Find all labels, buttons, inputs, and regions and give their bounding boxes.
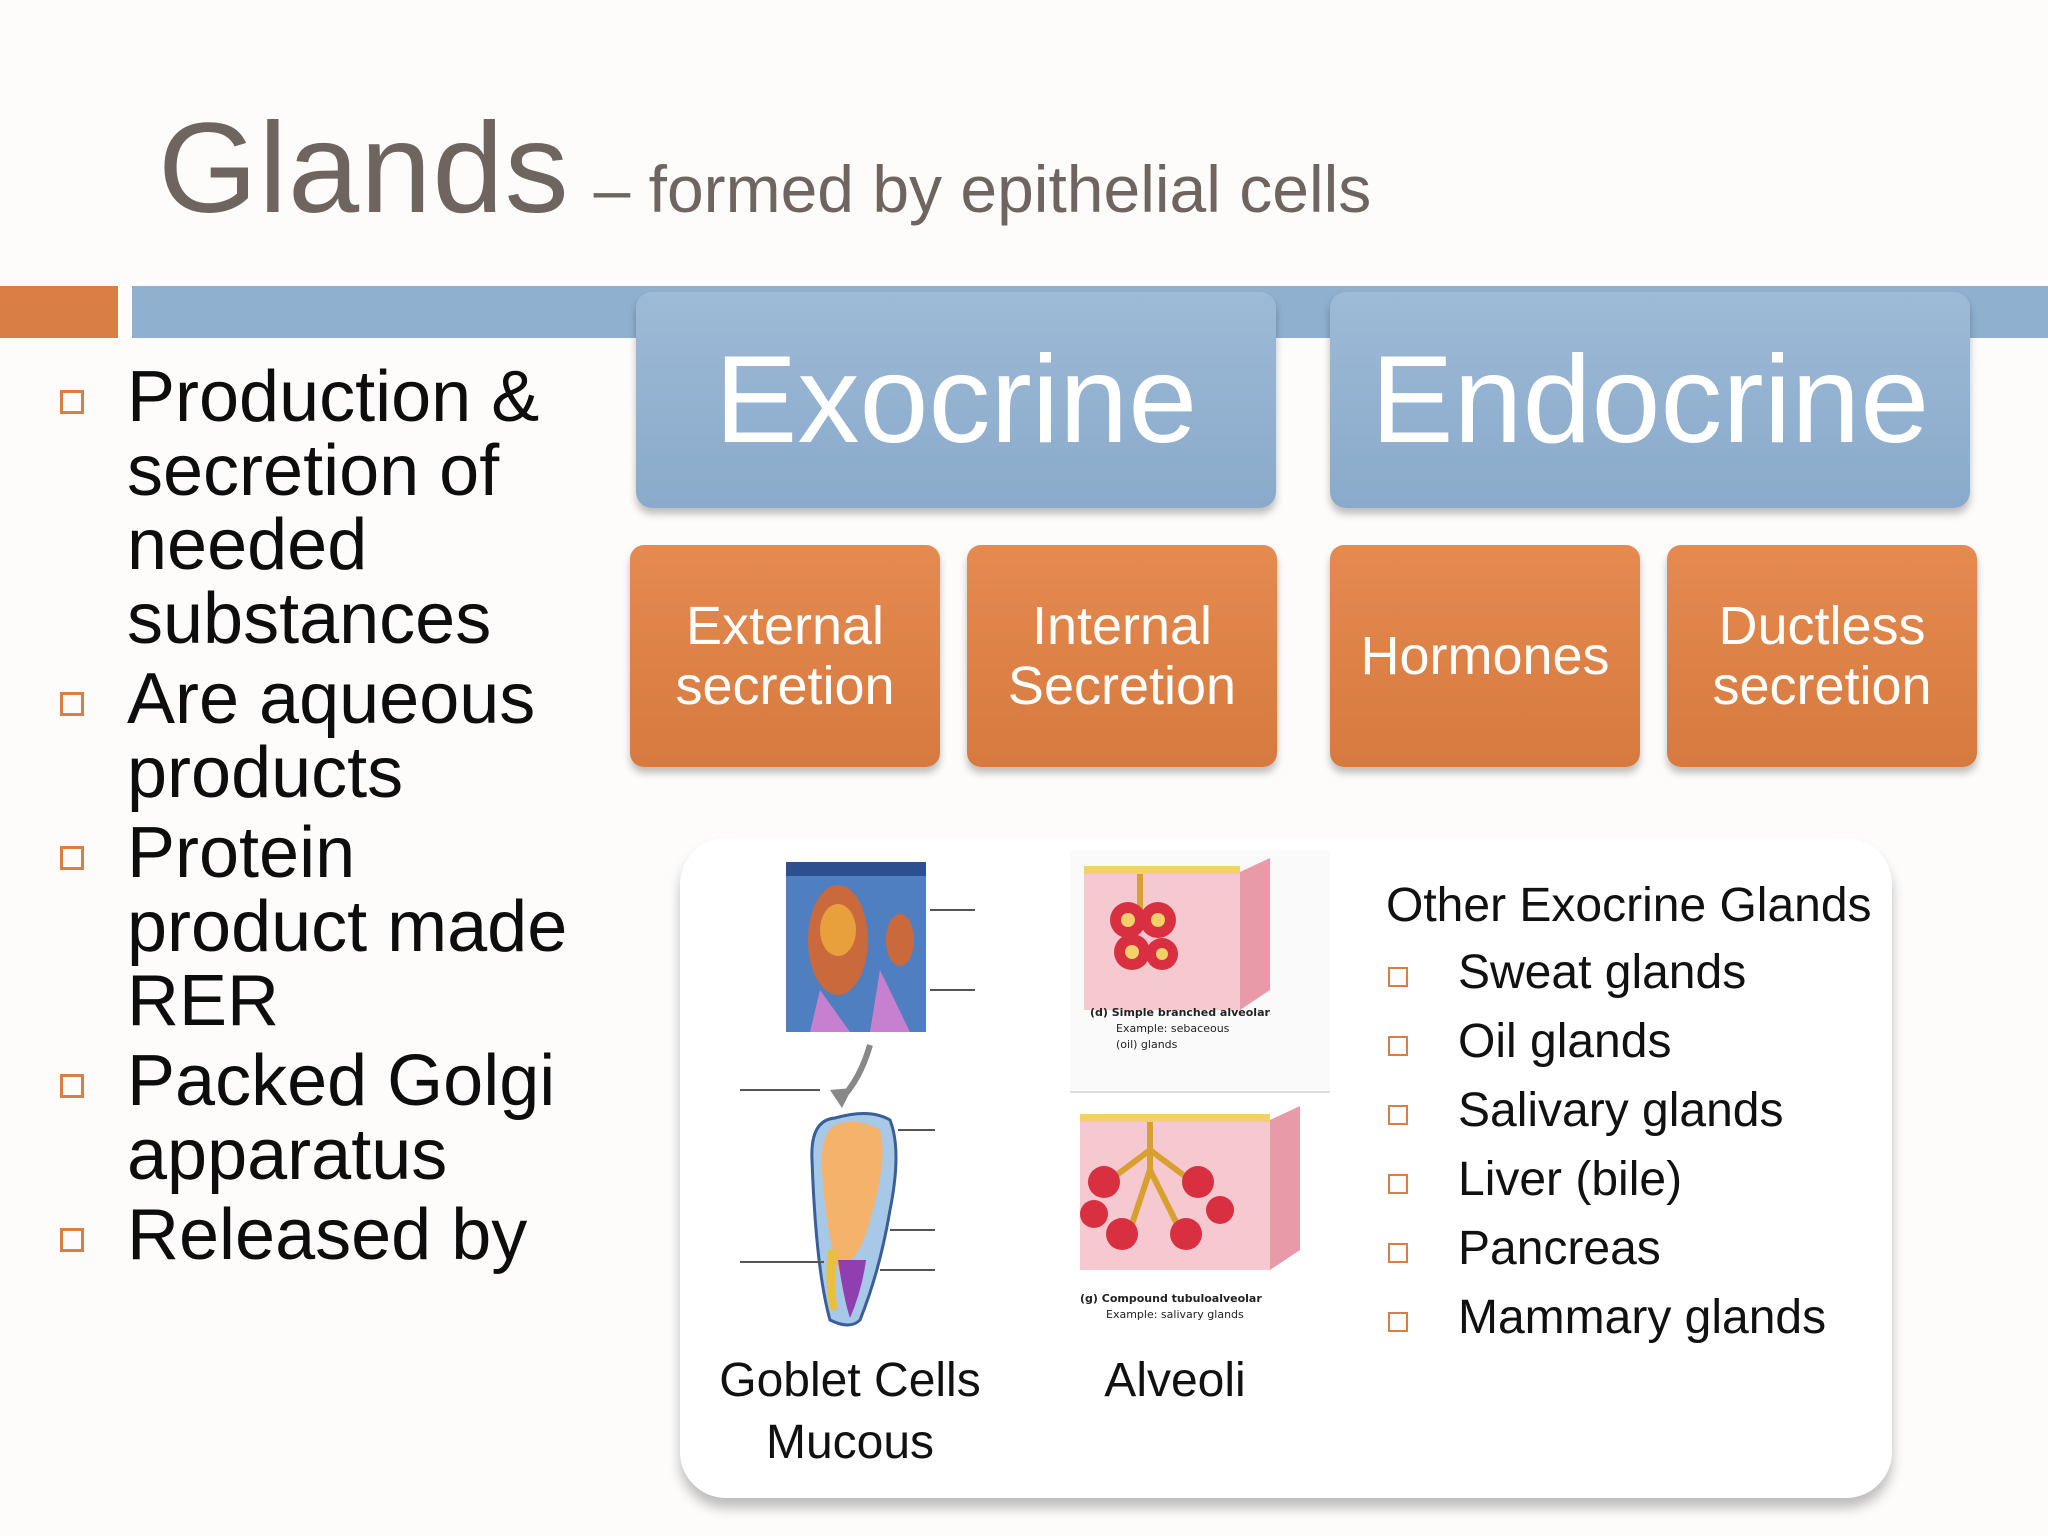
bullet-square-icon (1388, 1312, 1408, 1332)
bullet-text: Protein product made RER (127, 813, 568, 1041)
ductless-secretion-box: Ductless secretion (1667, 545, 1977, 767)
bullet-square-icon (1388, 1174, 1408, 1194)
exocrine-box: Exocrine (636, 292, 1276, 508)
simple-alveolar-caption-line2: Example: sebaceous (1116, 1022, 1230, 1035)
bullet-square-icon (1388, 1036, 1408, 1056)
internal-secretion-box: Internal Secretion (967, 545, 1277, 767)
bullet-square-icon (60, 846, 84, 870)
simple-alveolar-caption-line3: (oil) glands (1116, 1038, 1178, 1051)
bullet-item: Are aqueous products (55, 662, 575, 810)
endocrine-box: Endocrine (1330, 292, 1970, 508)
goblet-caption: Goblet Cells Mucous (700, 1350, 1000, 1474)
list-item: Sweat glands (1386, 943, 1872, 1012)
list-item-label: Salivary glands (1458, 1084, 1784, 1137)
bullet-text: Production & secretion of needed substan… (127, 357, 540, 659)
list-item-label: Pancreas (1458, 1222, 1661, 1275)
alveoli-illustration: (d) Simple branched alveolar Example: se… (1070, 850, 1330, 1321)
bullet-square-icon (1388, 967, 1408, 987)
bullet-list: Production & secretion of needed substan… (55, 360, 575, 1278)
list-item-label: Mammary glands (1458, 1291, 1827, 1344)
bullet-text: Released by (127, 1195, 528, 1275)
slide-title: Glands – formed by epithelial cells (158, 95, 1371, 242)
simple-alveolar-caption-line1: (d) Simple branched alveolar (1090, 1006, 1270, 1019)
list-item: Salivary glands (1386, 1081, 1872, 1150)
list-item: Mammary glands (1386, 1288, 1872, 1357)
title-subtitle: – formed by epithelial cells (593, 152, 1372, 226)
bullet-square-icon (60, 390, 84, 414)
external-secretion-box: External secretion (630, 545, 940, 767)
bullet-square-icon (60, 692, 84, 716)
bullet-item: Production & secretion of needed substan… (55, 360, 575, 656)
bullet-square-icon (1388, 1243, 1408, 1263)
list-item: Oil glands (1386, 1012, 1872, 1081)
bullet-text: Are aqueous products (127, 659, 536, 813)
bullet-item: Released by (55, 1198, 575, 1272)
goblet-cell-illustration (740, 862, 975, 1327)
list-item: Liver (bile) (1386, 1150, 1872, 1219)
other-exocrine-title: Other Exocrine Glands (1386, 879, 1872, 932)
list-item-label: Liver (bile) (1458, 1153, 1683, 1206)
accent-bar-orange (0, 286, 118, 338)
goblet-caption-line1: Goblet Cells (719, 1354, 981, 1407)
title-main: Glands (158, 97, 570, 240)
list-item: Pancreas (1386, 1219, 1872, 1288)
bullet-square-icon (60, 1228, 84, 1252)
compound-alveolar-caption-line2: Example: salivary glands (1106, 1308, 1244, 1321)
bullet-square-icon (60, 1074, 84, 1098)
list-item-label: Oil glands (1458, 1015, 1672, 1068)
goblet-caption-line2: Mucous (765, 1416, 935, 1469)
bullet-item: Packed Golgi apparatus (55, 1044, 575, 1192)
list-item-label: Sweat glands (1458, 946, 1747, 999)
other-exocrine-list: Other Exocrine Glands Sweat glands Oil g… (1386, 878, 1872, 1357)
bullet-text: Packed Golgi apparatus (127, 1041, 556, 1195)
alveoli-caption: Alveoli (1104, 1354, 1246, 1407)
bullet-item: Protein product made RER (55, 816, 575, 1038)
bullet-square-icon (1388, 1105, 1408, 1125)
compound-alveolar-caption-line1: (g) Compound tubuloalveolar (1080, 1292, 1262, 1305)
hormones-box: Hormones (1330, 545, 1640, 767)
